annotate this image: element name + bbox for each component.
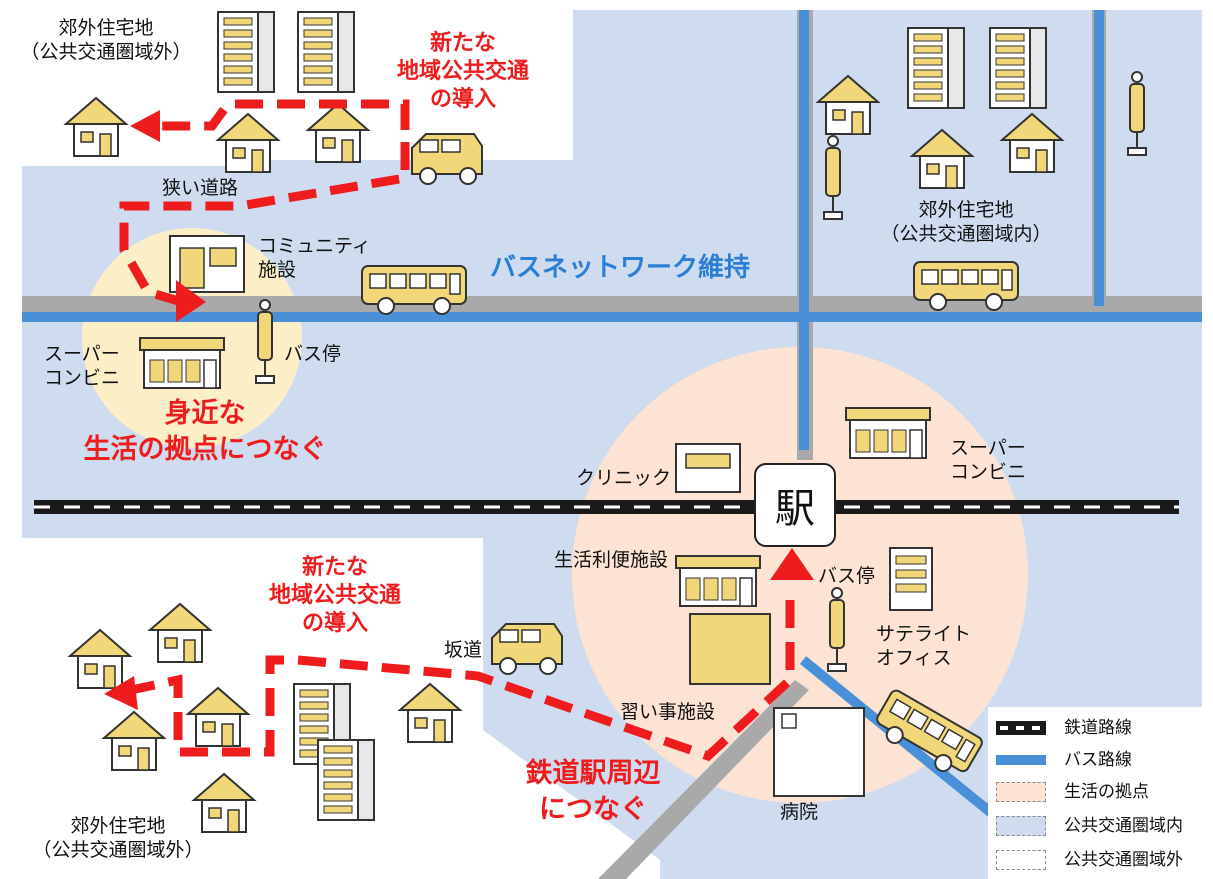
connect-hub-label: 身近な 生活の拠点につなぐ <box>83 398 327 465</box>
apartment-icon <box>907 27 965 109</box>
bus-route-vertical <box>799 10 809 450</box>
arrow-head <box>104 676 138 710</box>
clinic-label: クリニック <box>576 467 672 489</box>
arrow-head <box>130 110 160 142</box>
legend-label: 公共交通圏域外 <box>1064 850 1183 870</box>
apartment-icon <box>317 739 375 821</box>
road-diagonal <box>598 680 809 879</box>
legend-label: バス路線 <box>1064 750 1132 770</box>
supermarket-icon <box>139 337 225 389</box>
lesson-facility-label: 習い事施設 <box>620 701 716 723</box>
suburb-bottom-left-label: 郊外住宅地 （公共交通圏域外） <box>32 815 204 861</box>
lesson-facility-icon <box>689 613 771 685</box>
bus-stop-left-label: バス停 <box>284 343 342 365</box>
arrow-head <box>770 548 814 580</box>
out-coverage-swatch <box>996 850 1046 870</box>
legend: 鉄道路線 バス路線 生活の拠点 公共交通圏域内 公共交通圏域外 <box>988 707 1213 879</box>
hospital-label: 病院 <box>780 801 819 823</box>
legend-item-out-coverage: 公共交通圏域外 <box>988 847 1213 873</box>
satellite-office-label: サテライト オフィス <box>876 623 972 669</box>
station-box: 駅 <box>754 463 836 547</box>
suburb-top-left-label: 郊外住宅地 （公共交通圏域外） <box>20 17 192 63</box>
legend-label: 生活の拠点 <box>1064 782 1149 802</box>
bus-stop-right-label: バス停 <box>818 565 876 587</box>
road-horizontal <box>22 296 1202 312</box>
new-transport-bottom-label: 新たな 地域公共交通 の導入 <box>268 555 401 636</box>
bus-network-label: バスネットワーク維持 <box>490 253 751 283</box>
legend-item-bus-route: バス路線 <box>988 747 1213 773</box>
daily-facility-label: 生活利便施設 <box>554 549 669 571</box>
apartment-icon <box>989 27 1047 109</box>
new-route-top <box>150 99 410 131</box>
legend-item-life-hub: 生活の拠点 <box>988 779 1213 805</box>
suburb-top-right-label: 郊外住宅地 （公共交通圏域内） <box>880 199 1052 245</box>
super-conv-left-label: スーパー コンビニ <box>44 343 121 389</box>
in-coverage-swatch <box>996 816 1046 836</box>
legend-label: 公共交通圏域内 <box>1064 816 1183 836</box>
life-hub-swatch <box>996 782 1046 802</box>
apartment-icon <box>297 11 355 93</box>
connect-station-label: 鉄道駅周辺 につなぐ <box>525 758 661 825</box>
bus-route-swatch <box>996 755 1046 765</box>
narrow-road-label: 狭い道路 <box>162 177 239 199</box>
new-transport-top-label: 新たな 地域公共交通 の導入 <box>396 31 529 112</box>
arrow-head <box>176 280 206 322</box>
slope-label: 坂道 <box>444 639 483 661</box>
bus-route-vertical-right <box>1094 10 1104 306</box>
new-route-bottom <box>121 600 795 762</box>
legend-item-in-coverage: 公共交通圏域内 <box>988 813 1213 839</box>
bus-route-horizontal <box>22 312 1202 322</box>
community-facility-label: コミュニティ 施設 <box>258 235 371 281</box>
legend-item-railway: 鉄道路線 <box>988 715 1213 741</box>
daily-facility-icon <box>675 555 761 607</box>
new-route-top-2 <box>119 142 410 307</box>
railway-swatch <box>996 721 1046 735</box>
super-conv-right-label: スーパー コンビニ <box>950 437 1027 483</box>
apartment-icon <box>217 11 275 93</box>
legend-label: 鉄道路線 <box>1064 718 1132 738</box>
supermarket-icon <box>845 407 931 459</box>
